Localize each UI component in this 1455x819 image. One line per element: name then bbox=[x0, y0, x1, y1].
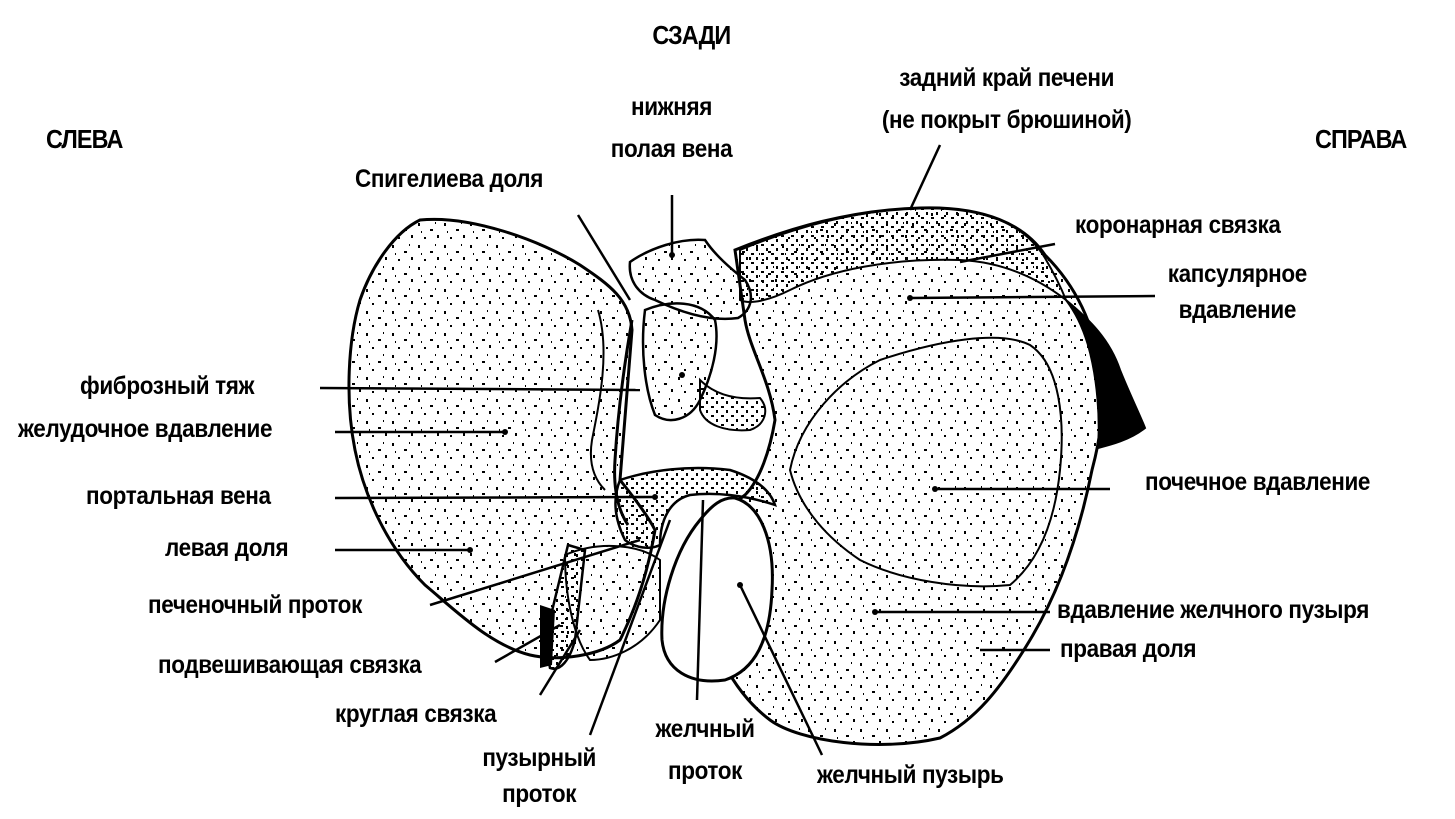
label-right-lobe: правая доля bbox=[1060, 635, 1197, 663]
label-fibrous-cord: фиброзный тяж bbox=[80, 372, 255, 400]
fibrous-cord-shape bbox=[613, 319, 634, 526]
orientation-back: СЗАДИ bbox=[652, 20, 731, 50]
porta-hepatis-shape bbox=[614, 466, 777, 549]
label-coronary-ligament: коронарная связка bbox=[1075, 211, 1281, 239]
label-bile-duct: желчный проток bbox=[655, 715, 755, 785]
label-falciform-ligament: подвешивающая связка bbox=[158, 651, 422, 679]
label-renal-impression: почечное вдавление bbox=[1145, 468, 1371, 496]
label-gallbladder: желчный пузырь bbox=[817, 761, 1004, 789]
label-left-lobe: левая доля bbox=[165, 534, 289, 562]
renal-impression-shape bbox=[788, 336, 1063, 588]
capsular-edge-shape bbox=[1065, 299, 1147, 450]
label-hepatic-duct: печеночный проток bbox=[148, 591, 362, 619]
vena-cava-shape bbox=[628, 238, 753, 321]
label-portal-vein: портальная вена bbox=[86, 482, 271, 510]
portal-vein-shape bbox=[699, 377, 767, 432]
leader-lines bbox=[319, 144, 1156, 756]
label-inferior-vena-cava: нижняя полая вена bbox=[610, 93, 733, 163]
label-capsular-impression: капсулярное вдавление bbox=[1167, 260, 1308, 324]
falciform-ligament-shape bbox=[540, 605, 555, 668]
label-round-ligament: круглая связка bbox=[335, 700, 497, 728]
gallbladder-shape bbox=[660, 496, 774, 683]
label-gallbladder-impression: вдавление желчного пузыря bbox=[1057, 596, 1370, 624]
label-cystic-duct: пузырный проток bbox=[482, 744, 597, 808]
label-gastric-impression: желудочное вдавление bbox=[18, 415, 273, 443]
label-caudate-lobe: Спигелиева доля bbox=[355, 165, 543, 193]
label-posterior-edge: задний край печени (не покрыт брюшиной) bbox=[881, 64, 1132, 134]
orientation-right: СПРАВА bbox=[1315, 124, 1407, 154]
orientation-left: СЛЕВА bbox=[46, 124, 123, 154]
leader-dots bbox=[467, 252, 938, 615]
fissure-line bbox=[589, 309, 606, 491]
